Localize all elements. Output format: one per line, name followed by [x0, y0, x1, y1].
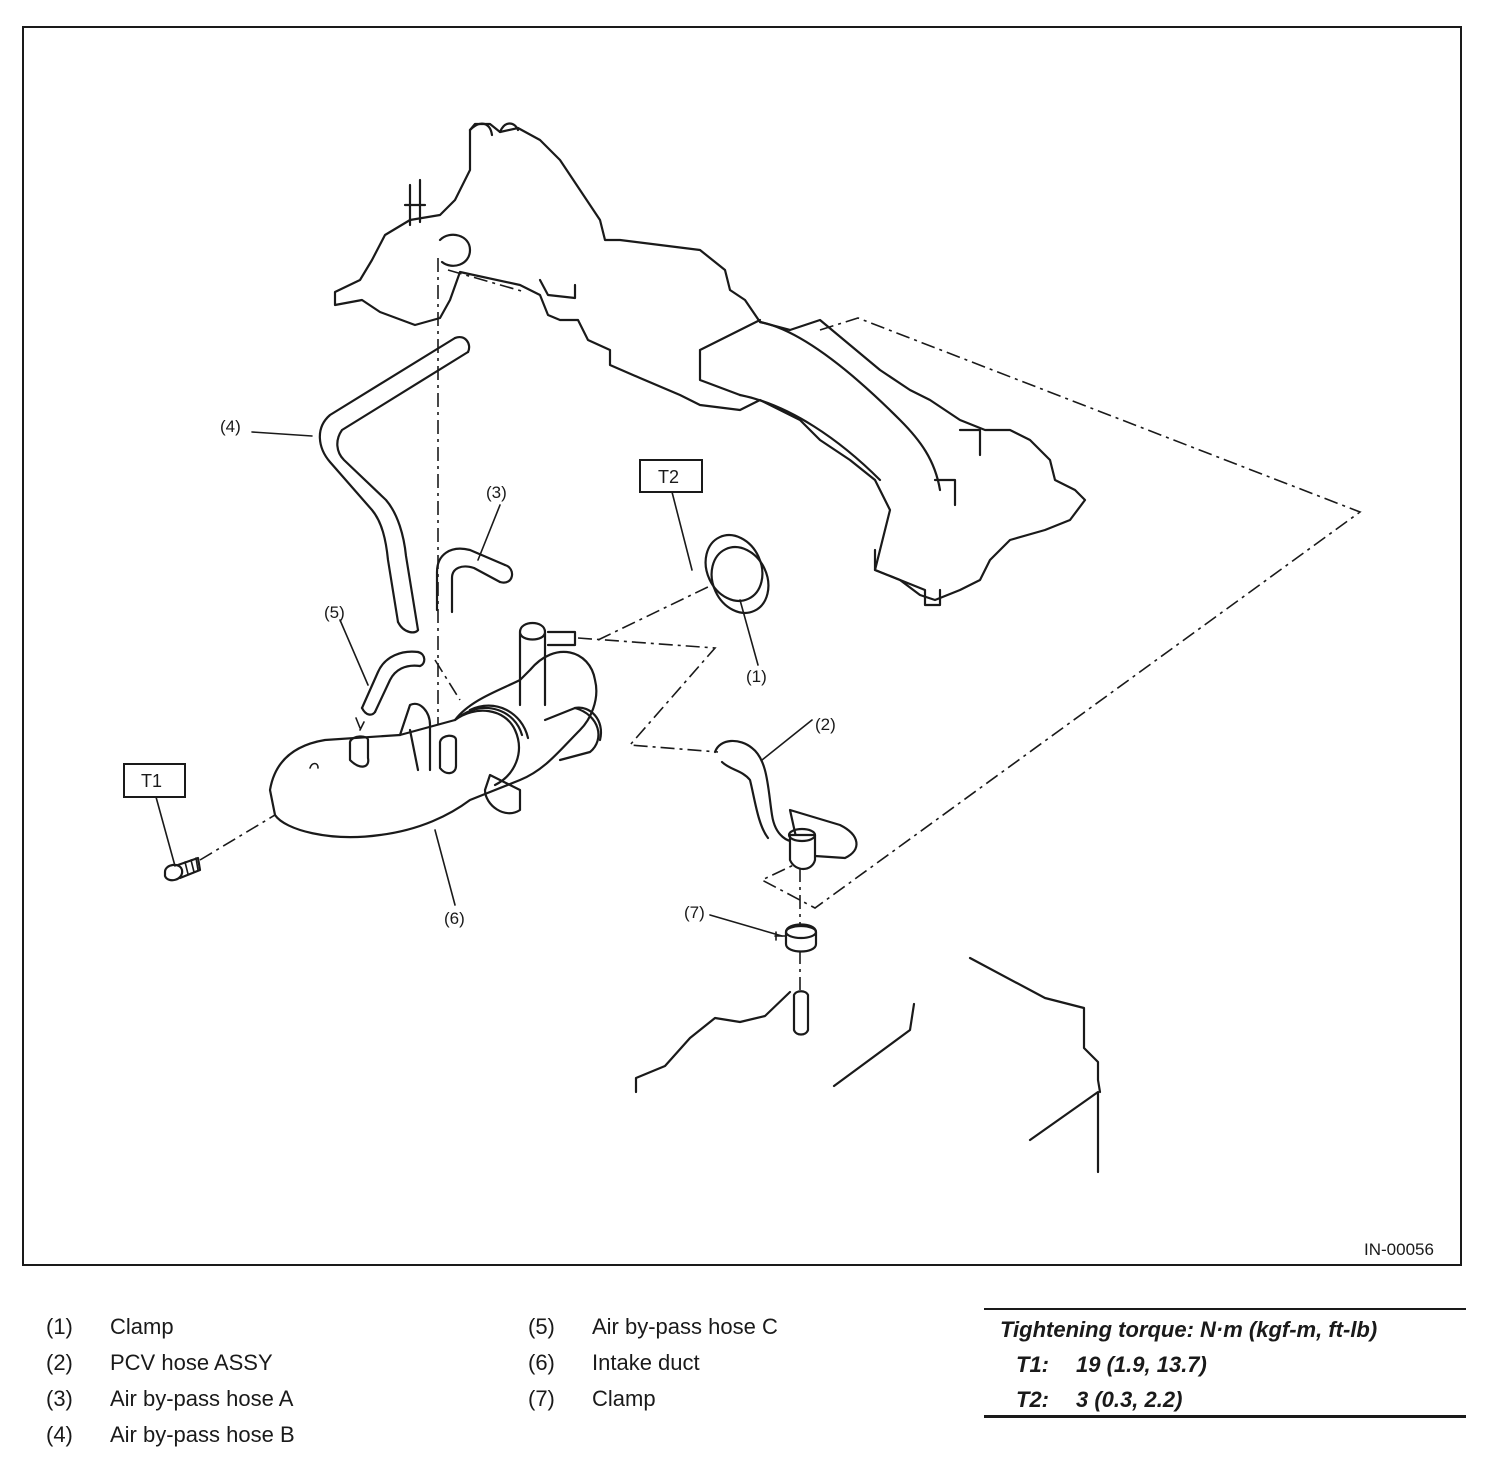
- torque-tag-t2-label: T2: [658, 467, 679, 487]
- air-bypass-hose-c: [355, 650, 426, 731]
- legend-label: Clamp: [110, 1314, 174, 1339]
- legend-label: PCV hose ASSY: [110, 1350, 273, 1375]
- legend-item: (2) PCV hose ASSY: [46, 1350, 273, 1376]
- torque-value: 19 (1.9, 13.7): [1076, 1352, 1207, 1377]
- callout-5: (5): [324, 603, 345, 622]
- figure-id: IN-00056: [1364, 1240, 1434, 1259]
- torque-title: Tightening torque: N·m (kgf-m, ft-lb): [1000, 1317, 1378, 1342]
- legend-number: (2): [46, 1350, 73, 1375]
- callout-1: (1): [746, 667, 767, 686]
- legend-item: (5) Air by-pass hose C: [528, 1314, 778, 1340]
- legend-item: (6) Intake duct: [528, 1350, 700, 1376]
- intake-duct: [268, 621, 603, 839]
- bolt-t1: [163, 856, 202, 882]
- engine-block-outline: [634, 956, 1102, 1174]
- legend-label: Air by-pass hose A: [110, 1386, 294, 1411]
- legend-item: (1) Clamp: [46, 1314, 174, 1340]
- leader-lines: [155, 431, 813, 937]
- torque-key: T1:: [1016, 1352, 1049, 1377]
- torque-tag-t2: T2: [639, 459, 703, 493]
- legend-number: (7): [528, 1386, 555, 1411]
- legend-number: (5): [528, 1314, 555, 1339]
- callout-3: (3): [486, 483, 507, 502]
- legend-label: Clamp: [592, 1386, 656, 1411]
- torque-value: 3 (0.3, 2.2): [1076, 1387, 1183, 1412]
- legend-number: (3): [46, 1386, 73, 1411]
- callout-4: (4): [220, 417, 241, 436]
- legend-item: (7) Clamp: [528, 1386, 656, 1412]
- legend-label: Air by-pass hose B: [110, 1422, 295, 1447]
- torque-row-t1: T1: 19 (1.9, 13.7): [1016, 1352, 1207, 1378]
- exploded-diagram: (1) (2) (3) (4) (5) (6) (7) T1 T2: [123, 122, 1362, 1174]
- intake-manifold: [333, 122, 1087, 607]
- callout-7: (7): [684, 903, 705, 922]
- pcv-hose-assy: [713, 739, 858, 871]
- legend-number: (6): [528, 1350, 555, 1375]
- torque-tag-t1: T1: [123, 763, 186, 798]
- legend-label: Air by-pass hose C: [592, 1314, 778, 1339]
- figure-frame: [22, 26, 1462, 1266]
- pcv-pipe-stub: [792, 990, 810, 1036]
- callout-2: (2): [815, 715, 836, 734]
- air-bypass-hose-a: [435, 547, 514, 614]
- legend-number: (4): [46, 1422, 73, 1447]
- callout-6: (6): [444, 909, 465, 928]
- legend-item: (3) Air by-pass hose A: [46, 1386, 293, 1412]
- torque-row-t2: T2: 3 (0.3, 2.2): [1016, 1387, 1182, 1413]
- torque-key: T2:: [1016, 1387, 1049, 1412]
- legend-number: (1): [46, 1314, 73, 1339]
- legend-label: Intake duct: [592, 1350, 700, 1375]
- legend-item: (4) Air by-pass hose B: [46, 1422, 295, 1448]
- torque-specification-box: Tightening torque: N·m (kgf-m, ft-lb) T1…: [984, 1308, 1466, 1418]
- clamp-7: [774, 923, 818, 953]
- air-bypass-hose-b: [318, 336, 471, 634]
- clamp-1: [704, 534, 770, 614]
- torque-tag-t1-label: T1: [141, 771, 162, 791]
